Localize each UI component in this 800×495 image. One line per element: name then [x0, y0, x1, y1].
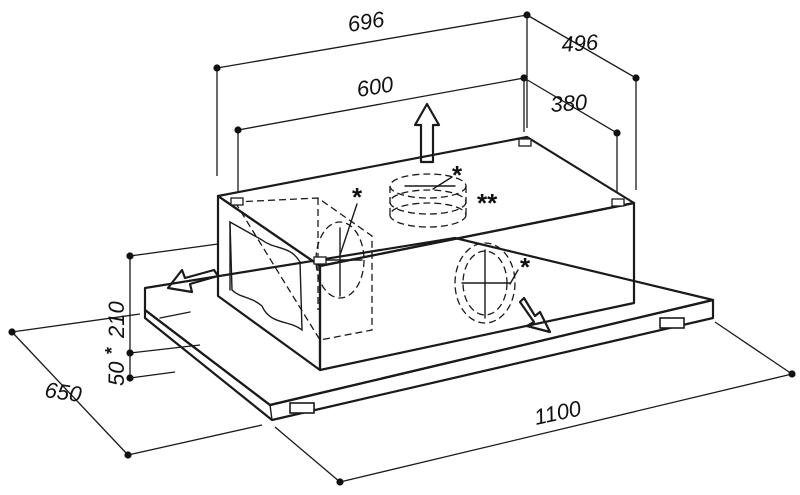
corner-mark — [230, 197, 244, 206]
base-plate — [143, 236, 715, 422]
airflow-left-arrow — [166, 268, 220, 294]
corner-mark — [611, 198, 625, 207]
marker-front-outlet: * — [520, 252, 531, 282]
label-696: 696 — [346, 6, 387, 37]
label-600: 600 — [355, 71, 396, 102]
label-380: 380 — [550, 89, 589, 117]
label-210: 210 — [104, 301, 129, 339]
dimension-696 — [213, 11, 531, 176]
marker-top-outlet-double: ** — [477, 188, 498, 218]
marker-top-outlet: * — [452, 160, 463, 190]
label-50-marker: * — [102, 347, 122, 354]
airflow-right-arrow — [518, 296, 552, 334]
corner-mark — [518, 138, 532, 147]
dimension-600 — [234, 74, 528, 192]
corner-mark — [313, 256, 327, 265]
dimension-1100 — [274, 321, 796, 486]
dimension-650 — [8, 313, 263, 459]
label-1100: 1100 — [532, 395, 584, 429]
dimension-height — [126, 243, 219, 382]
airflow-up-arrow — [413, 102, 441, 164]
dimension-380 — [523, 77, 621, 192]
label-50: 50 — [104, 361, 129, 386]
label-650: 650 — [43, 377, 84, 407]
hood-box — [216, 135, 636, 372]
dimension-496 — [526, 14, 640, 190]
label-496: 496 — [561, 29, 600, 57]
marker-side-outlet: * — [352, 182, 363, 212]
